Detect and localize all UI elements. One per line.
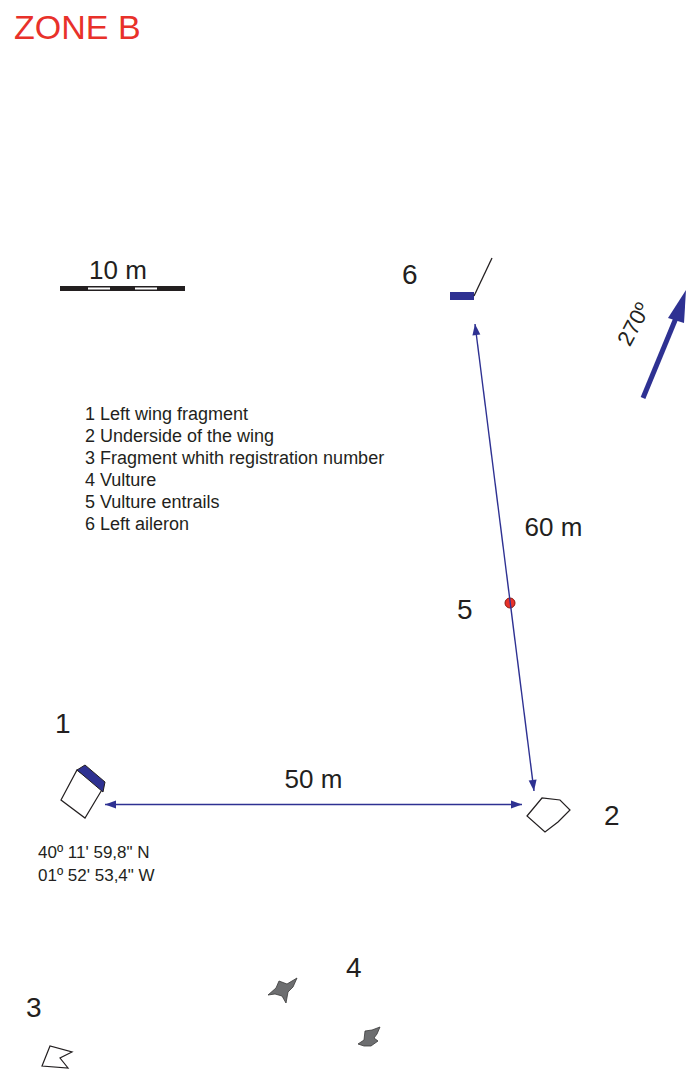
scale-bar <box>60 286 185 291</box>
callout-number: 5 <box>457 594 473 626</box>
coordinate-label: 01º 52' 53,4" W <box>38 866 155 886</box>
distance-label: 50 m <box>285 765 343 795</box>
heading-label: 270º <box>612 298 655 349</box>
wreck-fragment: 2 <box>524 792 576 836</box>
distance-label: 60 m <box>525 513 583 543</box>
callout-number: 1 <box>55 708 71 740</box>
callout-number: 2 <box>604 800 620 832</box>
wreck-fragment: 6 <box>448 255 494 323</box>
heading-arrow <box>643 290 686 398</box>
callout-number: 6 <box>402 259 418 291</box>
distance-line <box>105 801 522 809</box>
fragment-outline <box>448 255 494 323</box>
coordinate-label: 40º 11' 59,8" N <box>38 843 150 863</box>
key-entry: 6 Left aileron <box>85 514 189 535</box>
callout-number: 3 <box>26 992 42 1024</box>
zone-title: ZONE B <box>14 8 141 47</box>
distance-line <box>472 324 536 791</box>
scale-label: 10 m <box>89 256 147 286</box>
fragment-shape <box>42 1046 72 1068</box>
key-entry: 2 Underside of the wing <box>85 426 274 447</box>
key-entry: 4 Vulture <box>85 470 156 491</box>
key-entry: 5 Vulture entrails <box>85 492 219 513</box>
key-entry: 3 Fragment whith registration number <box>85 448 384 469</box>
fragment-outline <box>524 792 576 836</box>
fragment-outline <box>55 762 107 824</box>
vulture-shapes <box>268 978 380 1046</box>
wreck-fragment: 1 <box>55 762 107 824</box>
key-entry: 1 Left wing fragment <box>85 404 248 425</box>
callout-number: 4 <box>346 952 362 984</box>
